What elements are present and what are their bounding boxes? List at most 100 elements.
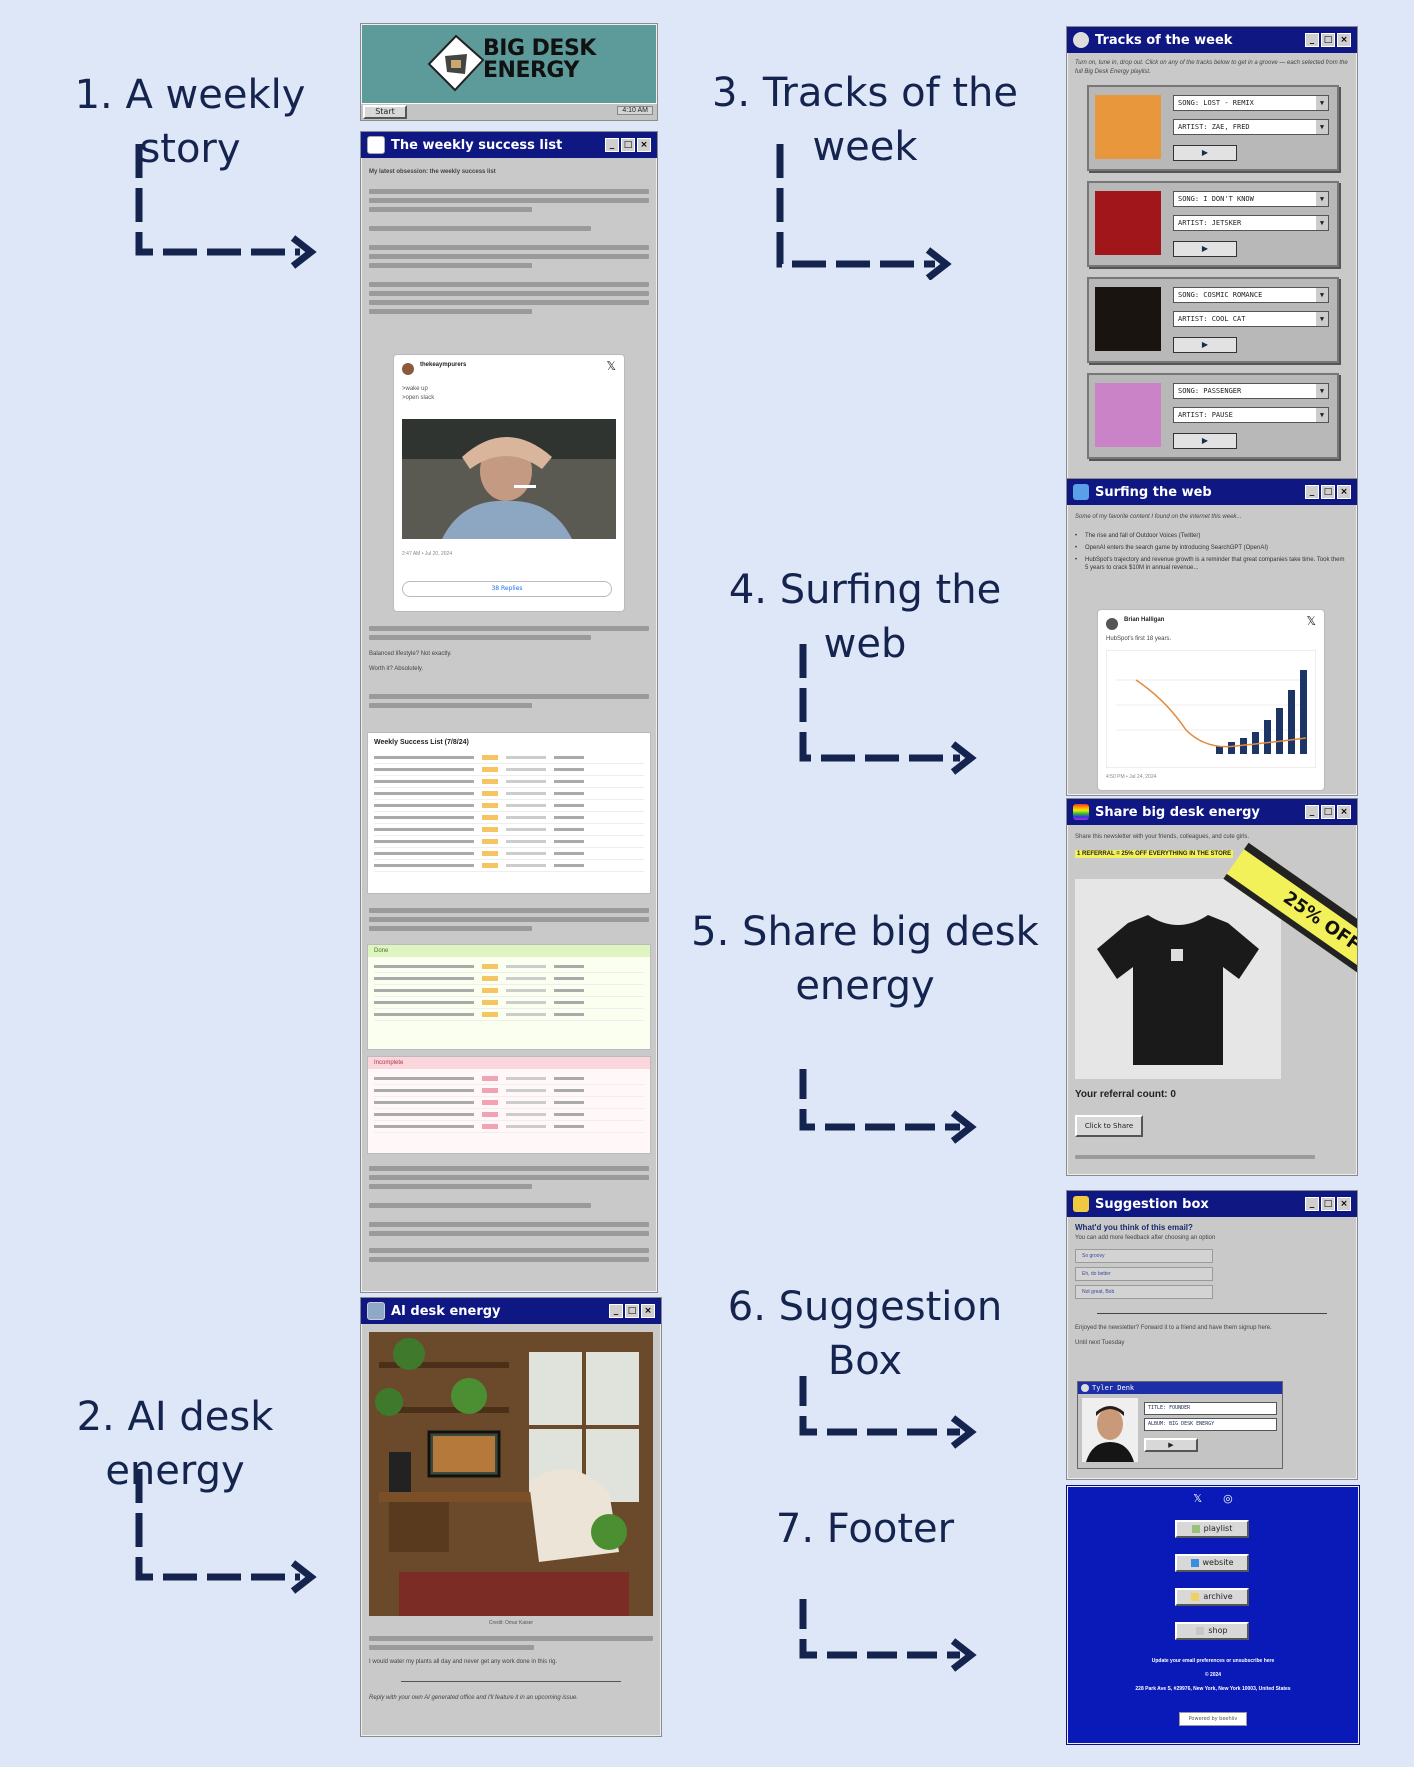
minimize-icon[interactable]: _ bbox=[609, 1304, 623, 1318]
minimize-icon[interactable]: _ bbox=[1305, 485, 1319, 499]
weekly-story-title: The weekly success list bbox=[391, 137, 563, 153]
track-song-field[interactable]: SONG: I DON'T KNOW bbox=[1173, 191, 1329, 207]
tshirt-product[interactable] bbox=[1075, 879, 1281, 1079]
powered-by-beehiiv-button[interactable]: Powered by beehiiv bbox=[1179, 1712, 1247, 1726]
label-share: 5. Share big desk energy bbox=[690, 905, 1040, 1013]
done-label: Done bbox=[374, 948, 389, 954]
maximize-icon[interactable]: □ bbox=[1321, 485, 1335, 499]
taskbar: Start 4:10 AM bbox=[361, 103, 657, 120]
incomplete-rows bbox=[368, 1069, 650, 1137]
surfing-bullet-3[interactable]: HubSpot's trajectory and revenue growth … bbox=[1067, 554, 1357, 574]
track-artist-field[interactable]: ARTIST: COOL CAT bbox=[1173, 311, 1329, 327]
hubspot-tweet-card[interactable]: Brian Halligan 𝕏 HubSpot's first 18 year… bbox=[1097, 609, 1325, 791]
minimize-icon[interactable]: _ bbox=[605, 138, 619, 152]
footer-update[interactable]: Update your email preferences or unsubsc… bbox=[1151, 1658, 1275, 1664]
ai-caption: I would water my plants all day and neve… bbox=[369, 1659, 558, 1665]
surfing-bullet-2[interactable]: OpenAI enters the search game by introdu… bbox=[1067, 542, 1357, 554]
tweet-photo bbox=[402, 419, 616, 539]
track-song-field[interactable]: SONG: LOST - REMIX bbox=[1173, 95, 1329, 111]
close-icon[interactable]: × bbox=[1337, 1197, 1351, 1211]
click-to-share-button[interactable]: Click to Share bbox=[1075, 1115, 1143, 1137]
closing-line-2: Worth it? Absolutely. bbox=[369, 666, 424, 672]
track-play-button[interactable]: ▶ bbox=[1173, 337, 1237, 353]
track-artist-field[interactable]: ARTIST: PAUSE bbox=[1173, 407, 1329, 423]
track-play-button[interactable]: ▶ bbox=[1173, 433, 1237, 449]
window-controls: _□× bbox=[1305, 485, 1351, 499]
signature-field-title[interactable]: TITLE: FOUNDER bbox=[1144, 1402, 1277, 1415]
suggestion-option[interactable]: Eh, do better bbox=[1075, 1267, 1213, 1281]
computer-icon bbox=[367, 1302, 385, 1320]
track-song-field[interactable]: SONG: PASSENGER bbox=[1173, 383, 1329, 399]
table-row bbox=[374, 812, 644, 824]
track-card[interactable]: SONG: PASSENGER ARTIST: PAUSE ▶ bbox=[1087, 373, 1339, 459]
minimize-icon[interactable]: _ bbox=[1305, 805, 1319, 819]
x-social-icon[interactable]: 𝕏 bbox=[1193, 1493, 1203, 1505]
track-artist-field[interactable]: ARTIST: ZAE, FRED bbox=[1173, 119, 1329, 135]
ai-desk-title: AI desk energy bbox=[391, 1303, 501, 1319]
suggestion-option[interactable]: So groovy bbox=[1075, 1249, 1213, 1263]
maximize-icon[interactable]: □ bbox=[1321, 805, 1335, 819]
signature-play-button[interactable]: ▶ bbox=[1144, 1438, 1198, 1452]
close-icon[interactable]: × bbox=[637, 138, 651, 152]
track-play-button[interactable]: ▶ bbox=[1173, 145, 1237, 161]
suggestion-until: Until next Tuesday bbox=[1075, 1340, 1125, 1346]
header-panel: BIG DESK ENERGY Start 4:10 AM bbox=[360, 23, 658, 121]
table-row bbox=[374, 1073, 644, 1085]
track-play-button[interactable]: ▶ bbox=[1173, 241, 1237, 257]
arrow-weekly-story-icon bbox=[135, 144, 317, 269]
table-row bbox=[374, 800, 644, 812]
label-tracks-line2: week bbox=[812, 124, 918, 170]
track-artist-field[interactable]: ARTIST: JETSKER bbox=[1173, 215, 1329, 231]
website-icon bbox=[1190, 1558, 1199, 1567]
tweet-author: Brian Halligan bbox=[1124, 617, 1165, 623]
label-weekly-story: 1. A weekly story bbox=[74, 72, 306, 172]
surfing-title: Surfing the web bbox=[1095, 484, 1212, 500]
surfing-bullet-1[interactable]: The rise and fall of Outdoor Voices (Twi… bbox=[1067, 530, 1357, 542]
tweet-card[interactable]: thekeaympurers 𝕏 >wake up >open slack 2:… bbox=[393, 354, 625, 612]
play-icon: ▶ bbox=[1201, 148, 1209, 157]
label-surfing: 4. Surfing the web bbox=[728, 567, 1002, 667]
maximize-icon[interactable]: □ bbox=[1321, 33, 1335, 47]
maximize-icon[interactable]: □ bbox=[621, 138, 635, 152]
surfing-intro: Some of my favorite content I found on t… bbox=[1075, 514, 1242, 520]
arrow-tracks-icon bbox=[776, 144, 952, 280]
close-icon[interactable]: × bbox=[1337, 485, 1351, 499]
footer-button-archive[interactable]: archive bbox=[1175, 1588, 1249, 1606]
table-row bbox=[374, 752, 644, 764]
arrow-surfing-icon bbox=[799, 644, 977, 775]
hubspot-revenue-chart bbox=[1106, 650, 1316, 768]
weekly-story-panel: The weekly success list _□× My latest ob… bbox=[360, 131, 658, 1293]
discount-badge-label: 25% OFF bbox=[1279, 887, 1358, 956]
powered-by-label: Powered by beehiiv bbox=[1188, 1716, 1238, 1722]
table-row bbox=[374, 764, 644, 776]
share-title: Share big desk energy bbox=[1095, 804, 1260, 820]
tweet-replies-button[interactable]: 38 Replies bbox=[402, 581, 612, 597]
maximize-icon[interactable]: □ bbox=[625, 1304, 639, 1318]
footer-button-website[interactable]: website bbox=[1175, 1554, 1249, 1572]
track-card[interactable]: SONG: COSMIC ROMANCE ARTIST: COOL CAT ▶ bbox=[1087, 277, 1339, 363]
minimize-icon[interactable]: _ bbox=[1305, 33, 1319, 47]
start-button[interactable]: Start bbox=[363, 105, 407, 119]
tweet-author: thekeaympurers bbox=[420, 362, 467, 368]
click-to-share-label: Click to Share bbox=[1084, 1122, 1134, 1130]
suggestion-option[interactable]: Not great, Bob bbox=[1075, 1285, 1213, 1299]
minimize-icon[interactable]: _ bbox=[1305, 1197, 1319, 1211]
track-song-field[interactable]: SONG: COSMIC ROMANCE bbox=[1173, 287, 1329, 303]
table-row bbox=[374, 1121, 644, 1133]
track-card[interactable]: SONG: LOST - REMIX ARTIST: ZAE, FRED ▶ bbox=[1087, 85, 1339, 171]
footer-button-playlist[interactable]: playlist bbox=[1175, 1520, 1249, 1538]
album-art bbox=[1095, 287, 1161, 351]
close-icon[interactable]: × bbox=[641, 1304, 655, 1318]
close-icon[interactable]: × bbox=[1337, 33, 1351, 47]
close-icon[interactable]: × bbox=[1337, 805, 1351, 819]
instagram-icon[interactable]: ◎ bbox=[1223, 1493, 1233, 1505]
track-card[interactable]: SONG: I DON'T KNOW ARTIST: JETSKER ▶ bbox=[1087, 181, 1339, 267]
mailbox-icon bbox=[1073, 1196, 1089, 1212]
done-header: Done bbox=[368, 945, 650, 957]
signature-title: Tyler Denk bbox=[1092, 1384, 1135, 1392]
maximize-icon[interactable]: □ bbox=[1321, 1197, 1335, 1211]
footer-button-shop[interactable]: shop bbox=[1175, 1622, 1249, 1640]
suggestion-question: What'd you think of this email? bbox=[1075, 1223, 1193, 1232]
album-art bbox=[1095, 95, 1161, 159]
signature-field-album[interactable]: ALBUM: BIG DESK ENERGY bbox=[1144, 1418, 1277, 1431]
